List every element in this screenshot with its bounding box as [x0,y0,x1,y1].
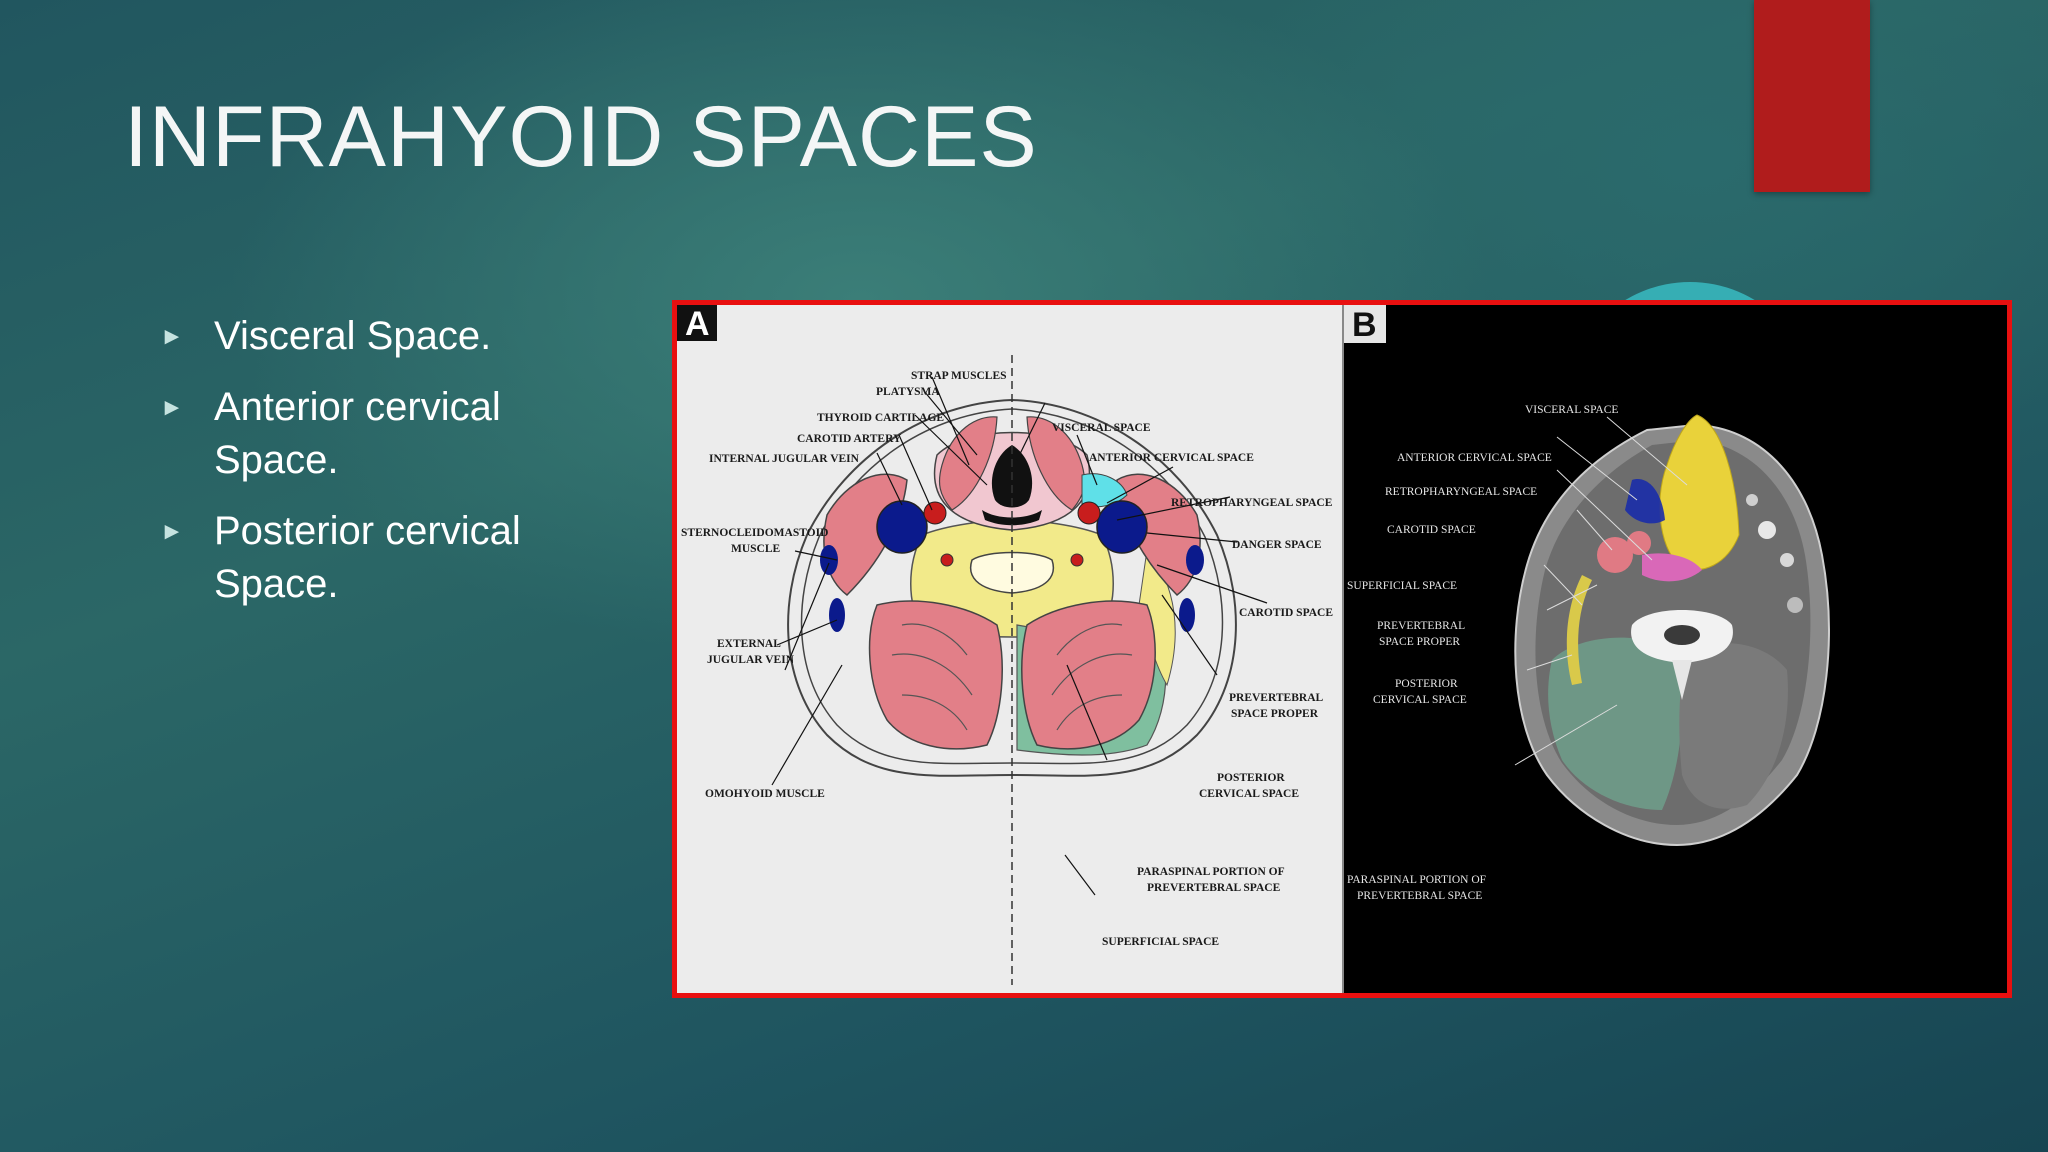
ct-label-carotid-space: CAROTID SPACE [1387,524,1476,536]
bullet-text: Visceral Space. [214,314,492,358]
bullet-text: Posterior cervical [214,509,521,553]
anatomy-figure: A [672,300,2012,998]
accent-bar [1754,0,1870,192]
triangle-right-icon: ► [160,394,184,421]
panel-a-schematic: A [677,305,1342,993]
ct-label-prevertebral-line1: PREVERTEBRAL [1377,620,1465,632]
panel-a-letter: A [685,305,710,343]
bullet-item: ► Anterior cervical Space. [160,381,630,487]
ct-label-paraspinal-line2: PREVERTEBRAL SPACE [1357,890,1482,902]
ct-label-posterior-cervical-line1: POSTERIOR [1395,678,1458,690]
ct-label-posterior-cervical-line2: CERVICAL SPACE [1373,694,1467,706]
panel-b-ct-scan: B [1344,305,2007,993]
ct-label-anterior-cervical-space: ANTERIOR CERVICAL SPACE [1397,452,1552,464]
triangle-right-icon: ► [160,518,184,545]
label-scm-line2: MUSCLE [731,543,781,555]
label-ejv-line2: JUGULAR VEIN [707,654,795,666]
triangle-right-icon: ► [160,323,184,350]
ct-label-superficial-space: SUPERFICIAL SPACE [1347,580,1457,592]
bullet-text-cont: Space. [214,562,339,606]
label-prevertebral-line2: SPACE PROPER [1231,708,1319,720]
label-retropharyngeal-space: RETROPHARYNGEAL SPACE [1171,497,1333,509]
label-prevertebral-line1: PREVERTEBRAL [1229,692,1323,704]
label-platysma: PLATYSMA [876,386,940,398]
label-posterior-cervical-line2: CERVICAL SPACE [1199,788,1299,800]
label-carotid-artery: CAROTID ARTERY [797,433,902,445]
bullet-text-cont: Space. [214,438,339,482]
label-omohyoid-muscle: OMOHYOID MUSCLE [705,788,825,800]
label-danger-space: DANGER SPACE [1232,539,1322,551]
panel-b-letter: B [1352,306,1377,344]
bullet-item: ► Posterior cervical Space. [160,505,630,611]
bullet-list: ► Visceral Space. ► Anterior cervical Sp… [160,310,630,629]
label-visceral-space: VISCERAL SPACE [1052,422,1151,434]
label-thyroid-cartilage: THYROID CARTILAGE [817,412,944,424]
label-anterior-cervical-space: ANTERIOR CERVICAL SPACE [1089,452,1254,464]
label-paraspinal-line2: PREVERTEBRAL SPACE [1147,882,1281,894]
slide-title: INFRAHYOID SPACES [124,89,1038,185]
ct-label-paraspinal-line1: PARASPINAL PORTION OF [1347,874,1486,886]
ct-label-retropharyngeal-space: RETROPHARYNGEAL SPACE [1385,486,1537,498]
bullet-item: ► Visceral Space. [160,310,630,363]
label-superficial-space: SUPERFICIAL SPACE [1102,936,1219,948]
label-scm-line1: STERNOCLEIDOMASTOID [681,527,828,539]
label-paraspinal-line1: PARASPINAL PORTION OF [1137,866,1285,878]
bullet-text: Anterior cervical [214,385,501,429]
label-internal-jugular-vein: INTERNAL JUGULAR VEIN [709,453,860,465]
label-posterior-cervical-line1: POSTERIOR [1217,772,1285,784]
label-strap-muscles: STRAP MUSCLES [911,370,1007,382]
label-ejv-line1: EXTERNAL [717,638,781,650]
ct-label-prevertebral-line2: SPACE PROPER [1379,636,1460,648]
ct-label-visceral-space: VISCERAL SPACE [1525,404,1618,416]
anatomy-figure-svg: A [677,305,2007,993]
label-carotid-space: CAROTID SPACE [1239,607,1333,619]
